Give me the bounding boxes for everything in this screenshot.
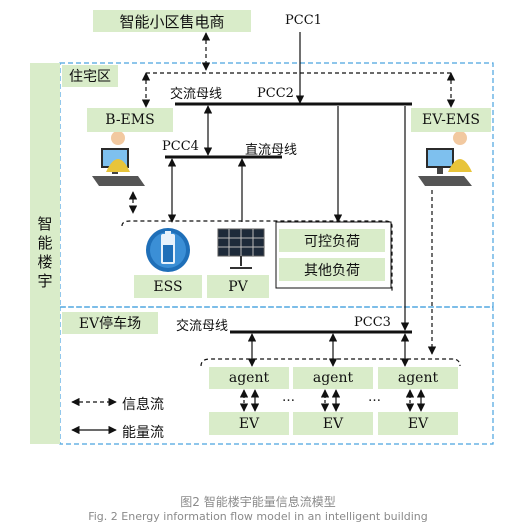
ev-box-1: EV — [209, 412, 289, 435]
dc-bus-label: 直流母线 — [245, 143, 298, 158]
pv-box: PV — [207, 275, 269, 298]
ellipsis-2: … — [368, 390, 381, 405]
ac-bus-label-top: 交流母线 — [170, 87, 223, 102]
pcc4-label: PCC4 — [162, 139, 199, 154]
building-label: 智能楼宇 — [35, 215, 54, 292]
pcc2-label: PCC2 — [257, 86, 294, 101]
battery-icon — [146, 228, 190, 272]
load-group-frame — [275, 221, 392, 289]
agent-info-bracket — [200, 358, 461, 367]
ess-box: ESS — [134, 275, 202, 298]
bems-box: B-EMS — [87, 108, 173, 132]
other-load-box: 其他负荷 — [279, 258, 385, 281]
ac-bus-label-bottom: 交流母线 — [176, 319, 229, 334]
legend-energy-label: 能量流 — [122, 425, 164, 441]
agent-box-1: agent — [209, 367, 289, 389]
caption-en: Fig. 2 Energy information flow model in … — [88, 510, 428, 523]
retailer-box: 智能小区售电商 — [93, 10, 251, 32]
building-bar: 智能楼宇 — [30, 63, 60, 444]
evems-workstation-icon — [418, 131, 472, 186]
agent-box-2: agent — [293, 367, 373, 389]
residential-zone — [59, 62, 494, 308]
bems-workstation-icon — [92, 131, 145, 186]
residential-label: 住宅区 — [62, 65, 118, 87]
solar-panel-icon — [217, 228, 265, 269]
legend-info-label: 信息流 — [122, 397, 164, 413]
controllable-load-box: 可控负荷 — [279, 229, 385, 252]
device-info-bracket — [121, 220, 393, 291]
pcc1-label: PCC1 — [285, 13, 322, 28]
ellipsis-1: … — [282, 390, 295, 405]
evems-box: EV-EMS — [411, 108, 491, 132]
ev-box-3: EV — [378, 412, 458, 435]
ev-parking-label: EV停车场 — [62, 312, 158, 334]
pcc3-label: PCC3 — [354, 315, 391, 330]
ev-box-2: EV — [293, 412, 373, 435]
agent-box-3: agent — [378, 367, 458, 389]
parking-zone — [59, 306, 494, 445]
caption-cn: 图2 智能楼宇能量信息流模型 — [180, 495, 336, 509]
